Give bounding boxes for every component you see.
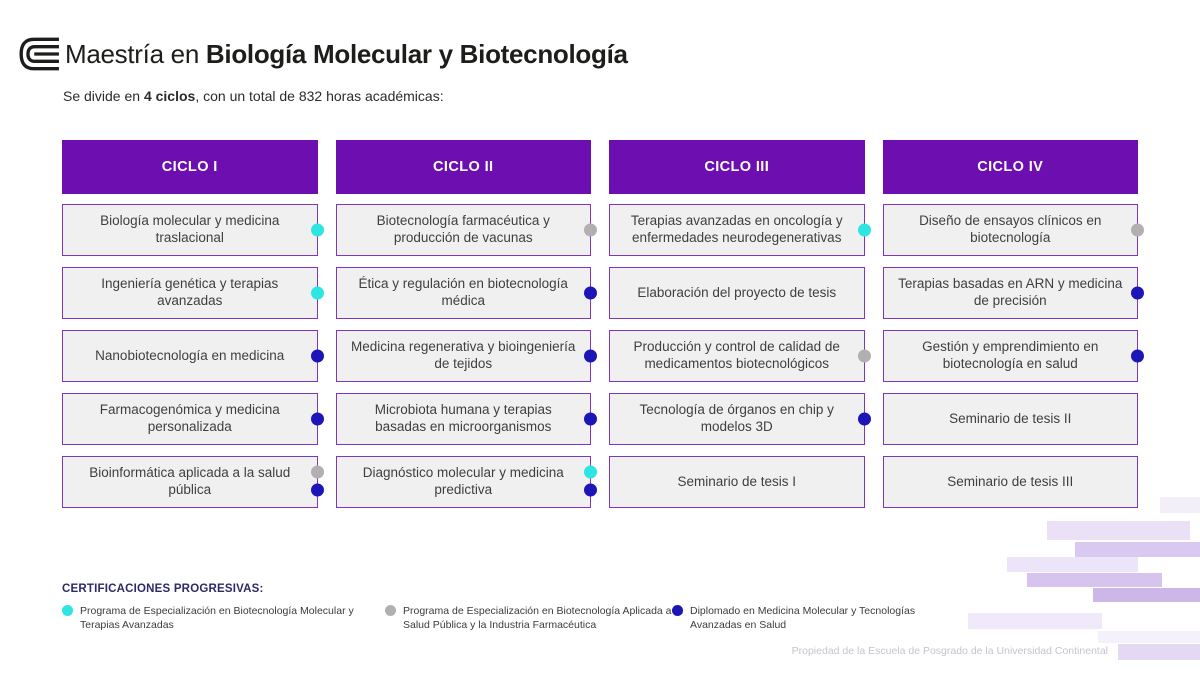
decorative-bar <box>1118 644 1200 660</box>
certification-dot-gray <box>1131 223 1144 237</box>
certification-dot-cyan <box>584 465 597 479</box>
footer-copyright: Propiedad de la Escuela de Posgrado de l… <box>791 645 1108 657</box>
certification-dot-blue <box>584 412 597 426</box>
course-box: Diagnóstico molecular y medicina predict… <box>335 456 597 508</box>
legend-item: Diplomado en Medicina Molecular y Tecnol… <box>672 604 935 632</box>
course-box: Ingeniería genética y terapias avanzadas <box>62 267 324 319</box>
legend-dot-gray <box>385 605 396 616</box>
course-box: Medicina regenerativa y bioingeniería de… <box>335 330 597 382</box>
certification-dot-cyan <box>310 223 324 237</box>
header: Maestría en Biología Molecular y Biotecn… <box>18 36 628 72</box>
course-name: Diagnóstico molecular y medicina predict… <box>362 465 564 497</box>
course-name: Ingeniería genética y terapias avanzadas <box>101 276 279 308</box>
subtitle-prefix: Se divide en <box>63 88 144 104</box>
certification-dot-gray <box>857 349 871 363</box>
universidad-continental-logo-icon <box>19 37 59 71</box>
certification-dot-cyan <box>310 286 324 300</box>
page-title-emphasis: Biología Molecular y Biotecnología <box>205 38 628 69</box>
course-box: Gestión y emprendimiento en biotecnologí… <box>882 330 1144 382</box>
decorative-bar <box>1075 542 1200 557</box>
course-name: Terapias avanzadas en oncología y enferm… <box>630 213 843 245</box>
course-name: Nanobiotecnología en medicina <box>95 347 285 363</box>
cycle-header: CICLO IV <box>882 140 1138 194</box>
cycle-header: CICLO III <box>609 140 865 194</box>
certification-dot-blue <box>310 349 324 363</box>
page-title: Maestría en Biología Molecular y Biotecn… <box>65 39 628 70</box>
course-name: Seminario de tesis I <box>677 473 797 489</box>
certification-dot-blue <box>584 349 597 363</box>
legend-title: CERTIFICACIONES PROGRESIVAS: <box>62 583 264 595</box>
certifications-legend: CERTIFICACIONES PROGRESIVAS: Programa de… <box>62 583 1042 644</box>
course-box: Elaboración del proyecto de tesis <box>609 267 865 319</box>
legend-item: Programa de Especialización en Biotecnol… <box>62 604 380 632</box>
course-name: Ética y regulación en biotecnología médi… <box>358 276 568 308</box>
cycles-grid: CICLO I Biología molecular y medicina tra… <box>62 140 1144 519</box>
certification-dot-blue <box>1131 286 1144 300</box>
cycle-column-1: CICLO I Biología molecular y medicina tra… <box>62 140 324 519</box>
decorative-bar <box>1027 573 1162 587</box>
course-box: Bioinformática aplicada a la salud públi… <box>62 456 324 508</box>
decorative-bar <box>1093 588 1200 602</box>
legend-item: Programa de Especialización en Biotecnol… <box>385 604 683 632</box>
course-name: Microbiota humana y terapias basadas en … <box>374 402 552 434</box>
decorative-bar <box>1160 497 1200 513</box>
legend-item-label: Programa de Especialización en Biotecnol… <box>403 605 683 632</box>
certification-dot-blue <box>857 412 871 426</box>
subtitle-emphasis: 4 ciclos <box>143 88 196 104</box>
course-box: Diseño de ensayos clínicos en biotecnolo… <box>882 204 1144 256</box>
certification-dot-gray <box>310 465 324 479</box>
course-name: Biotecnología farmacéutica y producción … <box>376 213 550 245</box>
cycle-column-2: CICLO II Biotecnología farmacéutica y pro… <box>335 140 597 519</box>
course-box: Microbiota humana y terapias basadas en … <box>335 393 597 445</box>
course-box: Terapias avanzadas en oncología y enferm… <box>609 204 871 256</box>
cycle-column-4: CICLO IV Diseño de ensayos clínicos en bi… <box>882 140 1144 519</box>
cycle-column-3: CICLO III Terapias avanzadas en oncología… <box>609 140 871 519</box>
decorative-bar <box>1007 557 1138 572</box>
course-box: Seminario de tesis I <box>609 456 865 508</box>
subtitle-suffix: , con un total de 832 horas académicas: <box>195 88 444 104</box>
cycle-header: CICLO II <box>335 140 591 194</box>
course-box: Seminario de tesis II <box>882 393 1138 445</box>
course-box: Biología molecular y medicina traslacion… <box>62 204 324 256</box>
subtitle: Se divide en 4 ciclos, con un total de 8… <box>63 88 444 104</box>
legend-dot-blue <box>672 605 683 616</box>
legend-dot-cyan <box>62 605 73 616</box>
course-name: Farmacogenómica y medicina personalizada <box>99 402 280 434</box>
course-name: Bioinformática aplicada a la salud públi… <box>89 465 291 497</box>
certification-dot-blue <box>584 483 597 497</box>
legend-items: Programa de Especialización en Biotecnol… <box>62 604 1042 644</box>
course-name: Terapias basadas en ARN y medicina de pr… <box>898 276 1123 308</box>
legend-item-label: Diplomado en Medicina Molecular y Tecnol… <box>690 605 916 632</box>
cycle-header: CICLO I <box>62 140 318 194</box>
course-name: Seminario de tesis II <box>949 410 1072 426</box>
course-name: Tecnología de órganos en chip y modelos … <box>639 402 834 434</box>
course-name: Seminario de tesis III <box>947 473 1074 489</box>
course-box: Biotecnología farmacéutica y producción … <box>335 204 597 256</box>
course-name: Diseño de ensayos clínicos en biotecnolo… <box>919 213 1102 245</box>
course-name: Elaboración del proyecto de tesis <box>637 284 837 300</box>
course-box: Seminario de tesis III <box>882 456 1138 508</box>
certification-dot-cyan <box>857 223 871 237</box>
page-title-prefix: Maestría en <box>65 38 206 69</box>
course-box: Terapias basadas en ARN y medicina de pr… <box>882 267 1144 319</box>
course-box: Tecnología de órganos en chip y modelos … <box>609 393 871 445</box>
course-box: Farmacogenómica y medicina personalizada <box>62 393 324 445</box>
course-name: Biología molecular y medicina traslacion… <box>100 213 280 245</box>
course-name: Medicina regenerativa y bioingeniería de… <box>351 339 576 371</box>
course-box: Ética y regulación en biotecnología médi… <box>335 267 597 319</box>
course-name: Producción y control de calidad de medic… <box>633 339 840 371</box>
decorative-bar <box>1047 521 1190 540</box>
course-box: Producción y control de calidad de medic… <box>609 330 871 382</box>
certification-dot-blue <box>310 483 324 497</box>
certification-dot-gray <box>584 223 597 237</box>
course-box: Nanobiotecnología en medicina <box>62 330 324 382</box>
certification-dot-blue <box>1131 349 1144 363</box>
course-name: Gestión y emprendimiento en biotecnologí… <box>922 339 1099 371</box>
certification-dot-blue <box>584 286 597 300</box>
decorative-bar <box>1098 631 1200 643</box>
legend-item-label: Programa de Especialización en Biotecnol… <box>80 605 354 632</box>
certification-dot-blue <box>310 412 324 426</box>
